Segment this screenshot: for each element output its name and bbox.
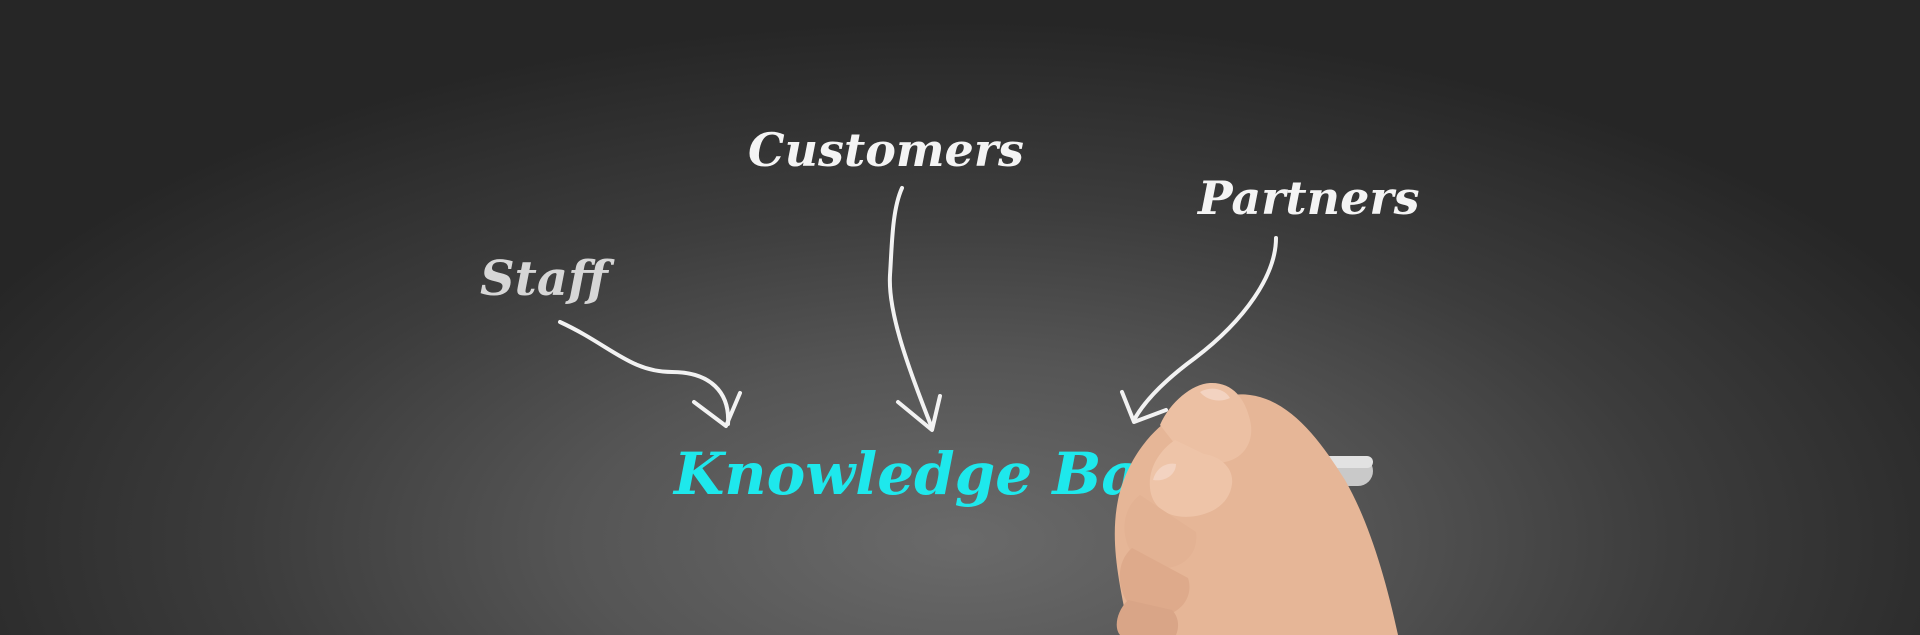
arrow-staff	[558, 320, 742, 428]
arrow-partners	[1120, 236, 1278, 424]
label-staff: Staff	[480, 251, 615, 307]
hand-with-marker-icon	[1114, 382, 1398, 635]
label-customers: Customers	[748, 123, 1024, 177]
label-partners: Partners	[1196, 171, 1420, 225]
arrow-customers	[887, 186, 942, 432]
